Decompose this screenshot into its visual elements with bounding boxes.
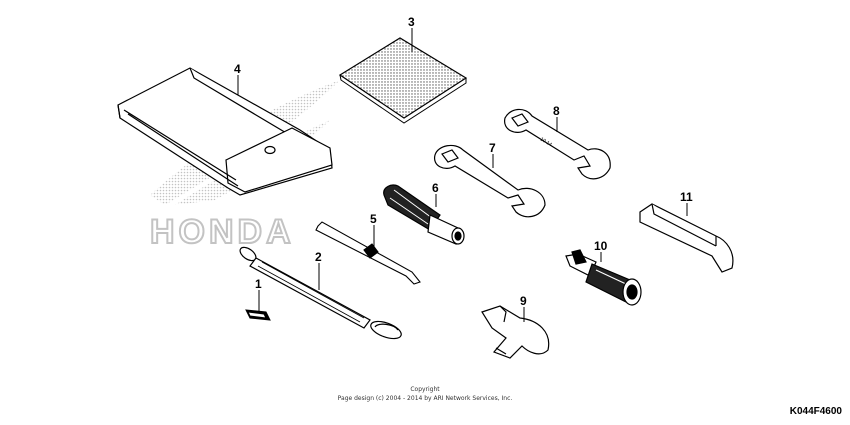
honda-logo-watermark: HONDA — [150, 213, 295, 251]
copyright-line-2: Page design (c) 2004 - 2014 by ARI Netwo… — [337, 395, 513, 402]
callout-11[interactable]: 11 — [680, 190, 693, 204]
wrench-part-7[interactable] — [433, 144, 546, 218]
svg-text:10 14: 10 14 — [539, 137, 553, 149]
screwdriver-bit-part-5[interactable] — [315, 221, 421, 285]
callout-1[interactable]: 1 — [255, 277, 262, 291]
callout-8[interactable]: 8 — [553, 104, 560, 118]
strap-rod-part-2[interactable] — [238, 245, 404, 342]
callout-4[interactable]: 4 — [234, 62, 241, 76]
callout-5[interactable]: 5 — [370, 212, 377, 226]
callout-7[interactable]: 7 — [489, 141, 496, 155]
wrench-part-8[interactable]: 10 14 — [504, 108, 611, 180]
callout-3[interactable]: 3 — [408, 15, 415, 29]
tool-bag-part-4[interactable] — [117, 67, 333, 196]
callout-2[interactable]: 2 — [315, 250, 322, 264]
callouts: 1 2 3 4 5 6 7 8 9 10 11 — [234, 15, 693, 308]
handle-bar-part-11[interactable] — [639, 203, 734, 273]
cloth-part-3[interactable] — [338, 37, 468, 124]
leader-lines — [237, 28, 688, 322]
socket-wrench-part-10[interactable] — [565, 249, 642, 306]
copyright-line-1: Copyright — [410, 386, 440, 393]
callout-10[interactable]: 10 — [594, 239, 608, 253]
callout-9[interactable]: 9 — [520, 294, 527, 308]
clip-part-1[interactable] — [245, 309, 271, 321]
screwdriver-handle-part-6[interactable] — [383, 184, 465, 245]
diagram-code: K044F4600 — [789, 406, 842, 417]
callout-6[interactable]: 6 — [432, 181, 439, 195]
pin-spanner-part-9[interactable] — [481, 305, 550, 359]
